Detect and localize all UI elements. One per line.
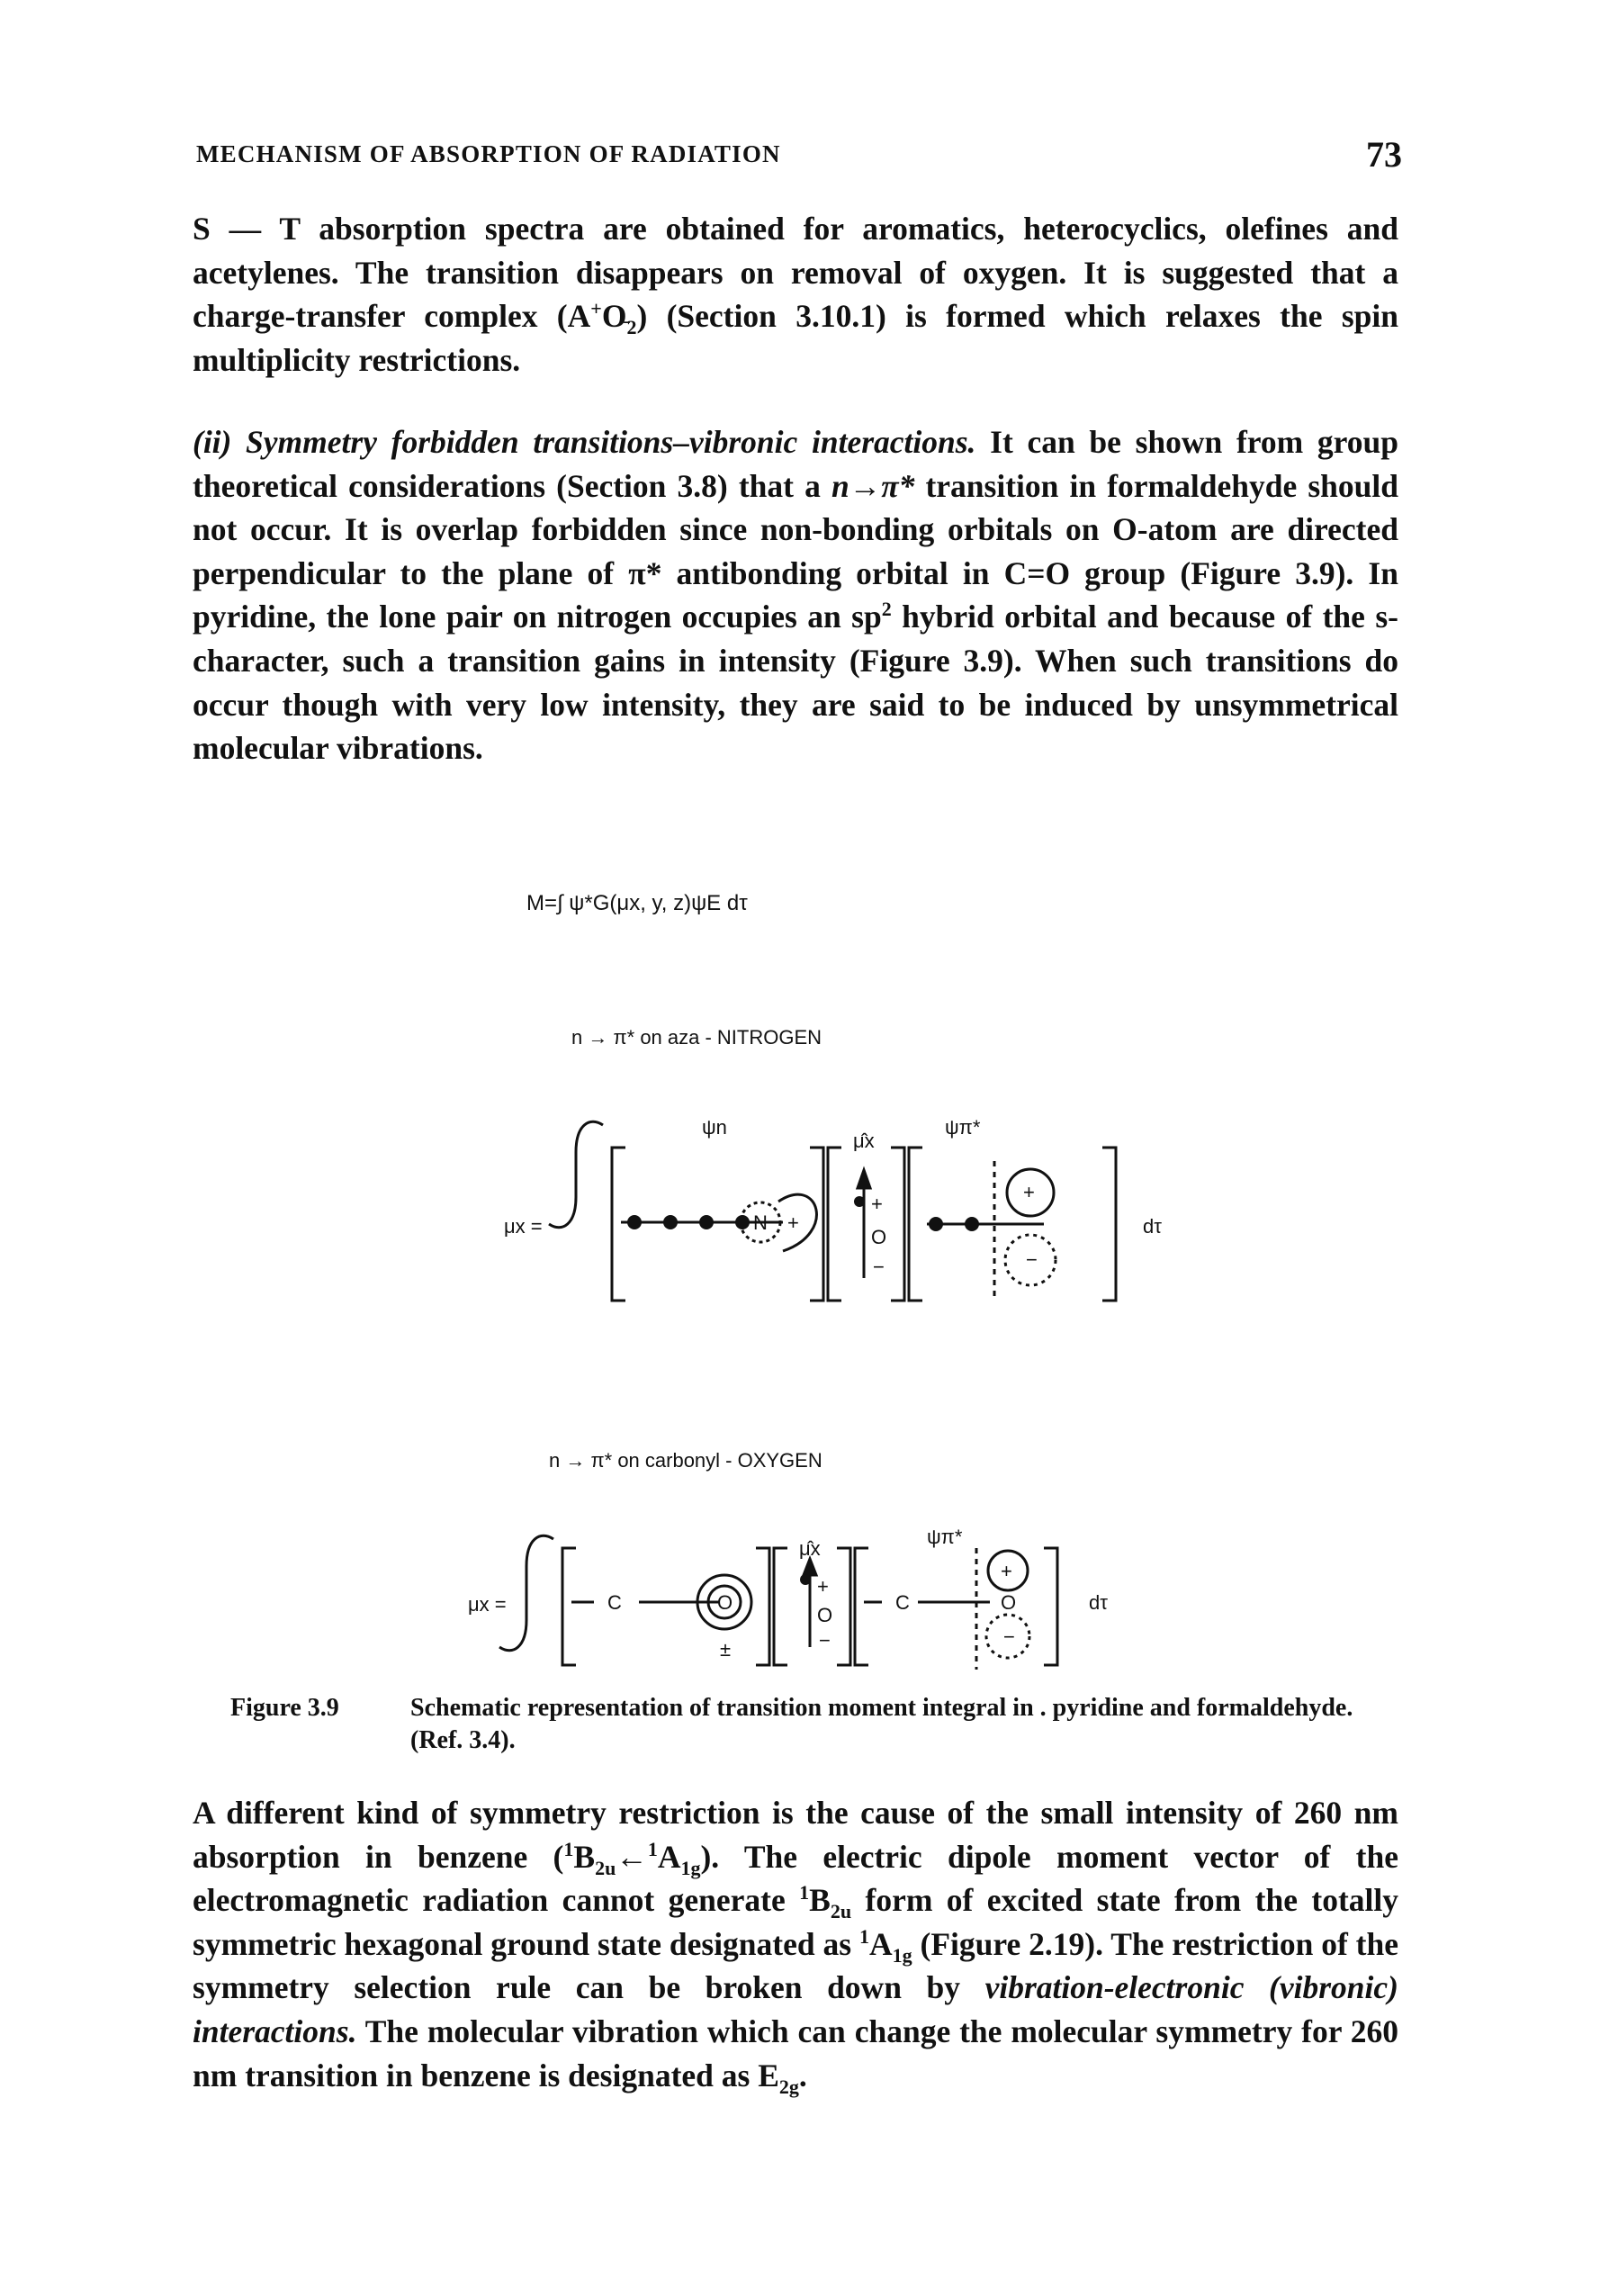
text-run: . (798, 2057, 807, 2093)
text-run: B (809, 1882, 831, 1919)
running-title: MECHANISM OF ABSORPTION OF RADIATION (196, 140, 781, 167)
plus-sign: + (817, 1575, 829, 1598)
plus-sign: + (1023, 1181, 1035, 1203)
mu-hat-label: μ̂x (799, 1537, 821, 1560)
bracket (610, 1146, 625, 1302)
arrow-symbol: ← (616, 1838, 648, 1875)
plus-sign: + (871, 1193, 883, 1215)
text-run: A (657, 1838, 681, 1875)
transition-symbol: n→π* (831, 467, 915, 504)
caption-label: Figure 3.9 (230, 1694, 339, 1722)
text-run: A (868, 1925, 893, 1962)
nitrogen-atom: N (753, 1211, 768, 1234)
subscript: ̄2 (626, 316, 637, 339)
minus-sign: − (1003, 1625, 1015, 1648)
psi-n-label: ψn (702, 1116, 727, 1139)
plus-sign: + (787, 1211, 799, 1234)
text-run: The molecular vibration which can change… (193, 2012, 1398, 2093)
text-run: transition in formaldehyde should not oc… (193, 467, 1398, 635)
text-run: B (573, 1838, 596, 1875)
subscript: 2u (595, 1856, 616, 1879)
superscript: 1 (858, 1924, 869, 1948)
integral-sign-top (548, 1120, 604, 1229)
psi-pi-label: ψπ* (945, 1116, 981, 1139)
oxygen-atom: O (1001, 1591, 1017, 1614)
text-run: ). The electric dipole moment vector of … (193, 1838, 1399, 1919)
superscript: 1 (799, 1881, 810, 1904)
label-aza-nitrogen: n → π* on aza - NITROGEN (571, 1026, 822, 1049)
subscript: 1g (892, 1943, 912, 1967)
text-run: (Figure 2.19). The restriction of the sy… (193, 1925, 1398, 2006)
psi-pi-label: ψπ* (927, 1526, 963, 1548)
subscript: 1g (680, 1856, 701, 1879)
plusminus-sign: ± (720, 1638, 732, 1661)
subscript: 2u (830, 1900, 852, 1923)
superscript: 2 (881, 598, 892, 621)
paragraph-symmetry-forbidden: (ii) Symmetry forbidden transitions–vibr… (193, 420, 1398, 770)
oxygen-atom: O (717, 1591, 733, 1614)
caption-text: Schematic representation of transition m… (410, 1694, 1353, 1754)
plus-sign: + (1001, 1560, 1012, 1582)
text-run: hybrid orbital and because of the s-char… (193, 599, 1398, 767)
superscript: 1 (647, 1837, 658, 1860)
paragraph-benzene-symmetry: A different kind of symmetry restriction… (193, 1791, 1398, 2097)
superscript: + (590, 297, 602, 320)
carbon-atom: C (607, 1591, 622, 1614)
oxygen-atom: O (871, 1226, 887, 1248)
integral-sign-bottom (499, 1534, 554, 1652)
section-heading: (ii) Symmetry forbidden transitions–vibr… (193, 424, 976, 460)
moment-equation: M=∫ ψ*G(μx, y, z)ψE dτ (526, 891, 748, 915)
text-run: O (601, 298, 627, 335)
minus-sign: − (1026, 1248, 1038, 1271)
superscript: 1 (563, 1837, 574, 1860)
emphasized-term: vibration-electronic (vibronic) interact… (193, 1969, 1398, 2049)
label-carbonyl-oxygen: n → π* on carbonyl - OXYGEN (549, 1449, 822, 1472)
carbon-atom: C (895, 1591, 910, 1614)
text-run: ) (Section 3.10.1) is formed which relax… (193, 298, 1398, 378)
mu-hat-label: μ̂x (853, 1130, 875, 1152)
subscript: 2g (778, 2075, 799, 2098)
transition-integral-diagram (499, 1120, 1118, 1670)
minus-sign: − (819, 1629, 831, 1652)
text-run: A different kind of symmetry restriction… (193, 1795, 1398, 1875)
page-header: MECHANISM OF ABSORPTION OF RADIATION 73 (196, 133, 1402, 178)
text-run: form of excited state from the totally s… (193, 1882, 1399, 1962)
text-run: It can be shown from group theoretical c… (193, 424, 1398, 504)
figure-3-9: M=∫ ψ*G(μx, y, z)ψE dτ n → π* on aza - N… (360, 855, 1260, 1683)
text-run: S — T absorption spectra are obtained fo… (193, 211, 1398, 335)
minus-sign: − (873, 1256, 885, 1278)
mu-x-label: μx = (504, 1215, 543, 1238)
mu-x-label: μx = (468, 1593, 507, 1616)
d-tau-label: dτ (1143, 1215, 1162, 1238)
d-tau-label: dτ (1089, 1591, 1108, 1614)
page-number: 73 (1366, 134, 1402, 175)
oxygen-atom: O (817, 1604, 833, 1626)
paragraph-st-absorption: S — T absorption spectra are obtained fo… (193, 207, 1398, 382)
